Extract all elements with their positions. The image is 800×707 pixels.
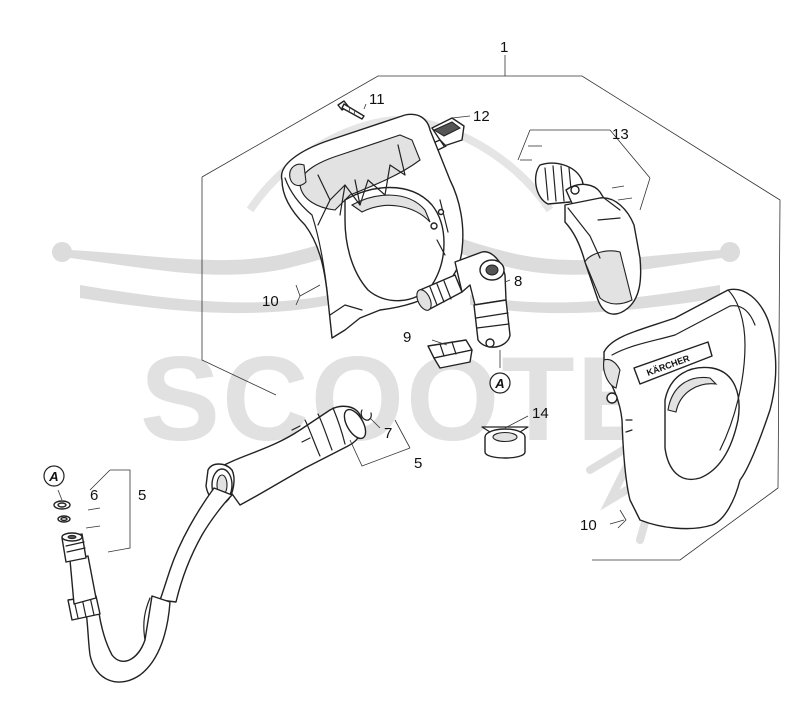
callout-11: 11	[369, 91, 385, 108]
callout-5-upper: 5	[414, 455, 422, 472]
callout-5-lower: 5	[138, 487, 146, 504]
cap-part-14	[481, 426, 529, 459]
callout-9: 9	[403, 329, 411, 346]
assembly-frame	[201, 75, 781, 561]
lance-part-5	[61, 405, 367, 683]
callout-labels: 1 11 12 13 10 8 9 7 14 5 6 5 10	[90, 39, 629, 534]
svg-text:A: A	[48, 469, 58, 484]
leader-lines	[57, 103, 627, 553]
callout-1: 1	[500, 39, 508, 56]
elbow-part-8	[416, 251, 511, 348]
callout-12: 12	[473, 108, 490, 125]
connector-marker-a-lower: A	[43, 465, 65, 487]
grip-half-right: KÄRCHER	[603, 288, 777, 530]
callout-10-left: 10	[262, 293, 279, 310]
switch-part-13	[534, 162, 642, 315]
seal-part-6	[53, 500, 71, 523]
callout-10-right: 10	[580, 517, 597, 534]
connector-marker-a-upper: A	[489, 372, 511, 394]
callout-6: 6	[90, 487, 98, 504]
housing-half-left	[280, 113, 464, 339]
callout-7: 7	[384, 425, 392, 442]
clip-part-9	[427, 339, 473, 369]
callout-13: 13	[612, 126, 629, 143]
svg-text:A: A	[494, 376, 504, 391]
callout-14: 14	[532, 405, 549, 422]
callout-8: 8	[514, 273, 522, 290]
clip-part-7	[360, 409, 372, 421]
screw-part-11	[337, 100, 365, 120]
